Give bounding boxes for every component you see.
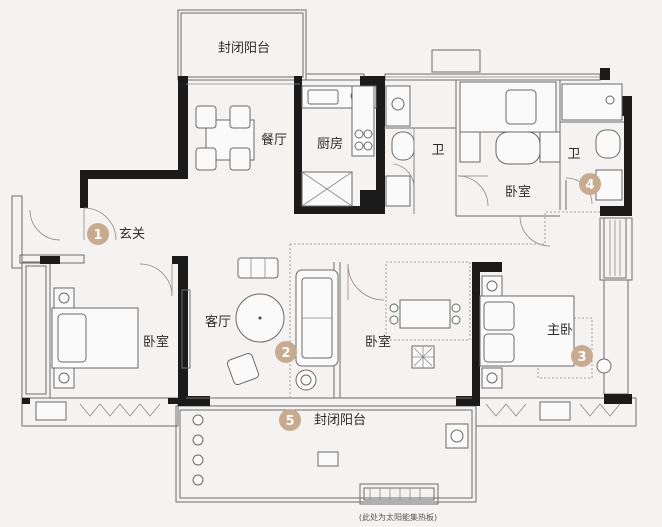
badge-4-number: 4	[585, 178, 594, 193]
center-bedroom-furniture	[389, 299, 461, 369]
badge-4	[579, 173, 601, 195]
badge-2-number: 2	[281, 346, 290, 361]
right-wall-strip	[603, 217, 627, 279]
label-living: 客厅	[205, 314, 231, 330]
badge-3	[571, 345, 593, 367]
badge-5	[279, 409, 301, 431]
badge-5-number: 5	[285, 414, 294, 429]
kitchen-fixtures	[301, 85, 377, 207]
bath-a-fixtures	[385, 85, 415, 214]
label-bath-a: 卫	[431, 143, 444, 158]
bath-b-fixtures	[561, 83, 623, 201]
badge-2	[275, 341, 297, 363]
label-bedroom-top: 卧室	[505, 184, 531, 200]
walls	[22, 68, 632, 406]
solar-panel-note: (此处为太阳能集热板)	[359, 512, 437, 522]
label-balcony-top: 封闭阳台	[218, 41, 270, 56]
doors	[29, 163, 593, 301]
interior-partitions	[186, 80, 624, 399]
label-master: 主卧	[547, 323, 573, 338]
label-dining: 餐厅	[261, 132, 287, 148]
badge-3-number: 3	[577, 350, 586, 365]
badge-1-number: 1	[93, 228, 102, 243]
label-bedroom-left: 卧室	[143, 334, 169, 350]
label-bedroom-center: 卧室	[365, 334, 391, 350]
master-bedroom-furniture	[479, 275, 621, 421]
bedroom-top-fixtures	[459, 81, 561, 165]
badge-1	[87, 223, 109, 245]
left-bedroom-furniture	[35, 287, 161, 421]
label-foyer: 玄关	[119, 227, 145, 242]
bottom-balcony-fixtures	[192, 414, 469, 501]
dining-set	[186, 83, 300, 171]
label-kitchen: 厨房	[317, 136, 343, 152]
label-bath-b: 卫	[567, 147, 580, 162]
living-room-furniture	[181, 257, 339, 391]
label-balcony-bottom: 封闭阳台	[314, 413, 366, 428]
